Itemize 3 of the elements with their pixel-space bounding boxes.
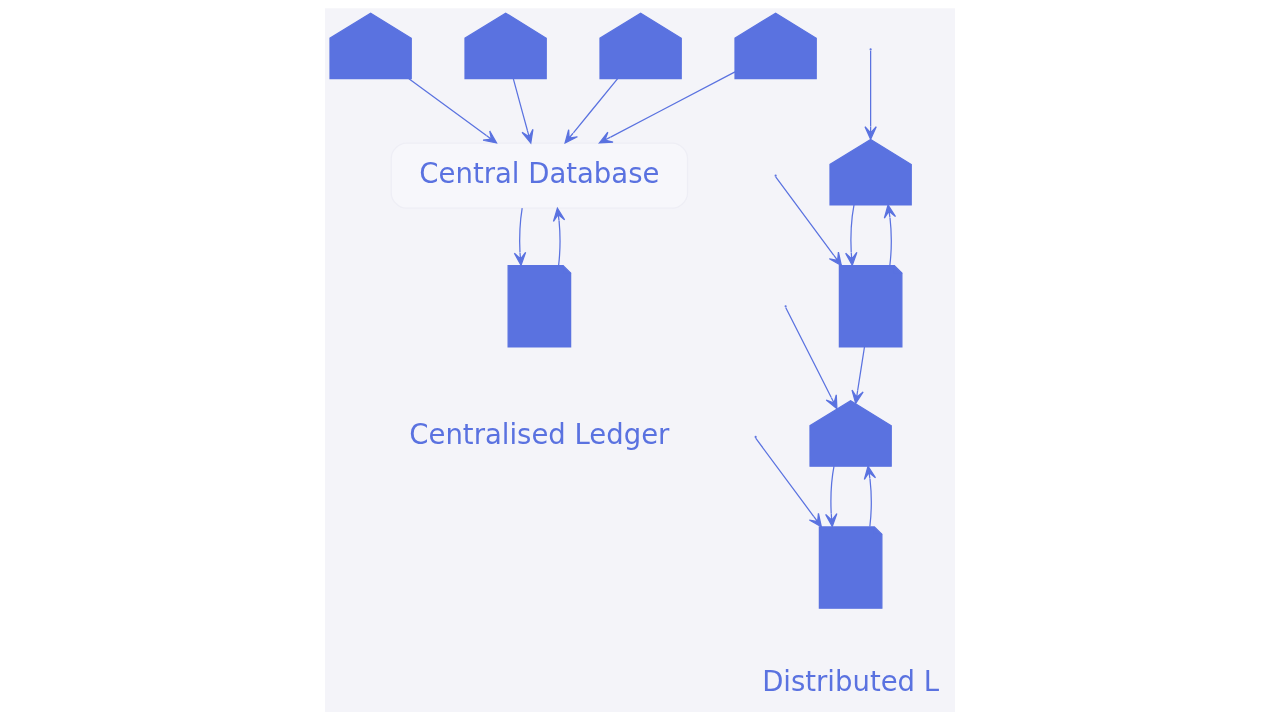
label: Centralised Ledger	[409, 417, 670, 450]
label: Distributed L	[762, 665, 940, 698]
node-text: Central Database	[419, 156, 660, 189]
